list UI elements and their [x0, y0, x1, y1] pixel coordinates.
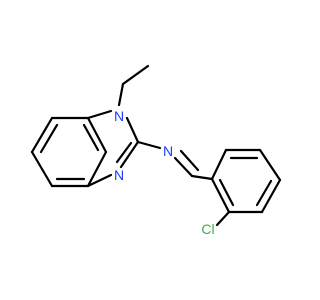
bond	[210, 177, 231, 214]
bond-double-inner	[255, 179, 273, 207]
bond	[210, 148, 228, 181]
bond	[136, 140, 162, 150]
bond	[117, 82, 125, 107]
bond	[121, 64, 150, 86]
bond-double-inner	[115, 141, 133, 164]
atom-label-n1: N	[114, 108, 124, 124]
atom-label-n3: N	[114, 167, 124, 183]
atom-label-cl: Cl	[201, 221, 214, 237]
molecule-diagram: N N N Cl	[30, 64, 282, 237]
bond	[260, 178, 282, 214]
bond-c-cl	[215, 210, 231, 227]
bond-double-inner	[218, 178, 235, 207]
bond-double-inner	[82, 123, 100, 152]
bond	[30, 116, 54, 154]
bond	[173, 156, 194, 178]
bond	[86, 116, 108, 154]
bond	[258, 148, 282, 182]
atom-label-imine-n: N	[163, 143, 173, 159]
chlorophenyl-ring	[210, 148, 282, 214]
bond-double-inner	[179, 149, 200, 172]
ethyl-group	[117, 64, 150, 107]
bond	[190, 174, 214, 181]
imidazole-ring	[86, 109, 140, 188]
bond	[86, 150, 108, 188]
bond	[86, 173, 113, 188]
bond-double-inner	[39, 123, 59, 154]
benzene-ring-fused	[30, 116, 108, 188]
imine-linker	[136, 140, 214, 181]
bond	[30, 150, 54, 188]
bond	[119, 140, 140, 169]
bond	[86, 109, 113, 120]
bond	[125, 116, 140, 144]
